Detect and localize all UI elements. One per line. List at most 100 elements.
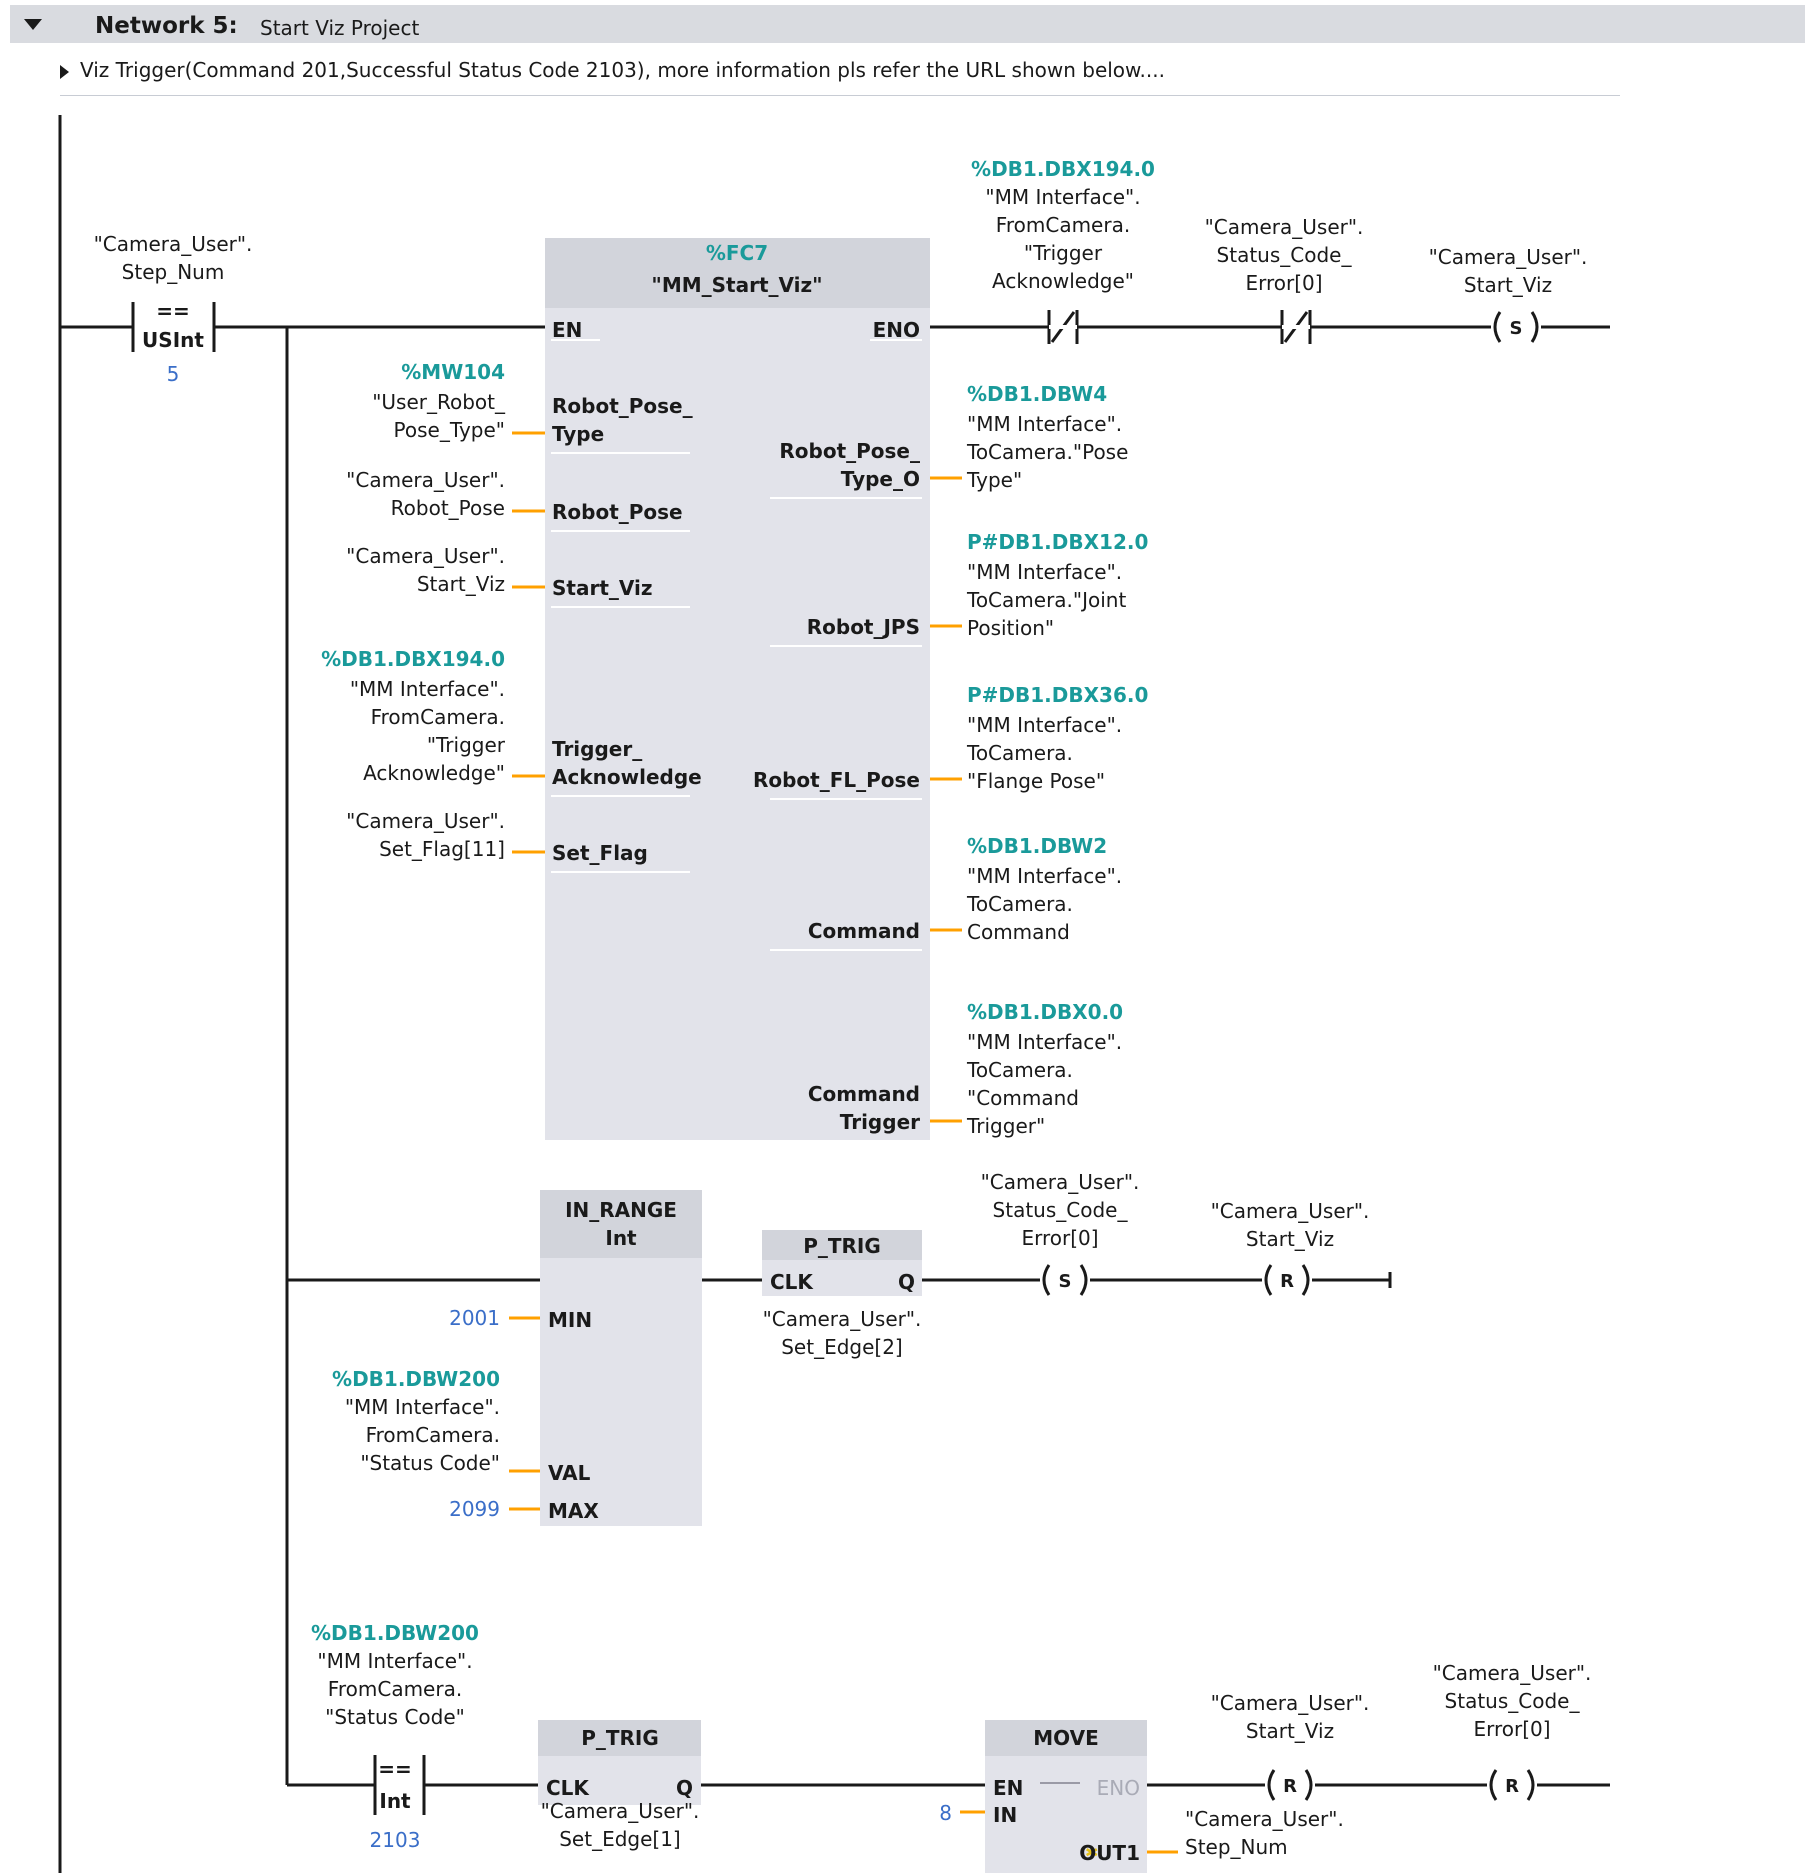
coil-operand[interactable]: "Camera_User". <box>1429 245 1588 269</box>
coil-operand[interactable]: "Camera_User". <box>1433 1661 1592 1685</box>
fc-input-operand[interactable]: "MM Interface". <box>350 677 505 701</box>
fc-input-operand[interactable]: Set_Flag[11] <box>379 837 505 861</box>
in-range-val-operand[interactable]: "MM Interface". <box>345 1395 500 1419</box>
nc-contact-operand[interactable]: "Trigger <box>1024 241 1103 265</box>
fc-output-operand[interactable]: Position" <box>967 616 1054 640</box>
fc-input-operand[interactable]: Start_Viz <box>417 572 505 596</box>
reset-coil[interactable] <box>1267 1769 1313 1801</box>
compare-operand[interactable]: "MM Interface". <box>317 1649 472 1673</box>
coil-operand[interactable]: "Camera_User". <box>981 1170 1140 1194</box>
fc-output-pin: Command <box>808 919 920 943</box>
coil-operand[interactable]: Status_Code_ <box>993 1198 1129 1222</box>
nc-contact-operand[interactable]: FromCamera. <box>996 213 1130 237</box>
move-pin-in: IN <box>993 1803 1017 1827</box>
fc-output-address[interactable]: P#DB1.DBX36.0 <box>967 683 1148 707</box>
nc-contact-operand[interactable]: Acknowledge" <box>992 269 1134 293</box>
fc-output-operand[interactable]: "MM Interface". <box>967 560 1122 584</box>
coil-gap <box>1262 1278 1312 1282</box>
coil-operand[interactable]: Start_Viz <box>1246 1719 1334 1743</box>
fc-name: "MM_Start_Viz" <box>651 273 822 297</box>
compare-operand[interactable]: "Status Code" <box>325 1705 465 1729</box>
reset-coil[interactable] <box>1489 1769 1535 1801</box>
fc-output-operand[interactable]: "Command <box>967 1086 1079 1110</box>
fc-input-address[interactable]: %MW104 <box>401 360 505 384</box>
p-trig-clk: CLK <box>770 1270 814 1294</box>
network-comment[interactable]: Viz Trigger(Command 201,Successful Statu… <box>60 55 1620 96</box>
nc-contact-address[interactable]: %DB1.DBX194.0 <box>971 157 1155 181</box>
coil-operand[interactable]: Start_Viz <box>1464 273 1552 297</box>
set-coil[interactable] <box>1493 311 1539 343</box>
nc-contact-operand[interactable]: Status_Code_ <box>1217 243 1353 267</box>
fc-output-operand[interactable]: ToCamera."Joint <box>966 588 1126 612</box>
fc-output-operand[interactable]: ToCamera. <box>966 1058 1073 1082</box>
coil-operand[interactable]: "Camera_User". <box>1211 1199 1370 1223</box>
coil-operand[interactable]: Error[0] <box>1473 1717 1550 1741</box>
p-trig-operand[interactable]: "Camera_User". <box>763 1307 922 1331</box>
reset-coil-letter: R <box>1283 1776 1297 1797</box>
fc-output-operand[interactable]: "MM Interface". <box>967 713 1122 737</box>
fc-input-operand[interactable]: "Camera_User". <box>346 544 505 568</box>
fc-output-operand[interactable]: ToCamera. <box>966 741 1073 765</box>
set-coil[interactable] <box>1042 1264 1088 1296</box>
network-header[interactable]: Network 5: Start Viz Project <box>10 5 1805 43</box>
fc-output-operand[interactable]: Type" <box>966 468 1022 492</box>
fc-output-address[interactable]: %DB1.DBW2 <box>967 834 1107 858</box>
fc-output-address[interactable]: %DB1.DBW4 <box>967 382 1107 406</box>
collapse-triangle-icon[interactable] <box>24 19 42 30</box>
compare-value[interactable]: 5 <box>167 362 180 386</box>
nc-contact-operand[interactable]: "Camera_User". <box>1205 215 1364 239</box>
fc-output-pin: Robot_FL_Pose <box>753 768 920 792</box>
fc-input-operand[interactable]: "Camera_User". <box>346 468 505 492</box>
fc-output-address[interactable]: P#DB1.DBX12.0 <box>967 530 1148 554</box>
compare-address[interactable]: %DB1.DBW200 <box>311 1621 479 1645</box>
coil-operand[interactable]: Start_Viz <box>1246 1227 1334 1251</box>
fc7-box[interactable] <box>545 238 930 1140</box>
fc-address: %FC7 <box>706 241 768 265</box>
move-box-header <box>985 1720 1147 1756</box>
fc-input-operand[interactable]: Acknowledge" <box>363 761 505 785</box>
fc-output-operand[interactable]: "MM Interface". <box>967 864 1122 888</box>
set-coil-letter: S <box>1059 1271 1072 1292</box>
coil-operand[interactable]: Status_Code_ <box>1445 1689 1581 1713</box>
move-in-value[interactable]: 8 <box>939 1801 952 1825</box>
fc-input-address[interactable]: %DB1.DBX194.0 <box>321 647 505 671</box>
fc-output-operand[interactable]: Trigger" <box>966 1114 1045 1138</box>
compare-value[interactable]: 2103 <box>370 1828 421 1852</box>
nc-contact-operand[interactable]: Error[0] <box>1245 271 1322 295</box>
expand-triangle-icon[interactable] <box>60 65 69 79</box>
fc-output-operand[interactable]: "MM Interface". <box>967 1030 1122 1054</box>
in-range-min-value[interactable]: 2001 <box>449 1306 500 1330</box>
p-trig-operand[interactable]: "Camera_User". <box>541 1799 700 1823</box>
p-trig-operand[interactable]: Set_Edge[1] <box>559 1827 681 1851</box>
compare-operand[interactable]: FromCamera. <box>328 1677 462 1701</box>
fc-output-operand[interactable]: "MM Interface". <box>967 412 1122 436</box>
fc-output-operand[interactable]: ToCamera."Pose <box>966 440 1128 464</box>
fc-input-operand[interactable]: "Camera_User". <box>346 809 505 833</box>
fc-output-operand[interactable]: "Flange Pose" <box>967 769 1105 793</box>
in-range-max-value[interactable]: 2099 <box>449 1497 500 1521</box>
fc-input-pin: Acknowledge <box>552 765 702 789</box>
compare-operand[interactable]: "Camera_User". <box>94 232 253 256</box>
network-title[interactable]: Start Viz Project <box>260 16 420 40</box>
fc-input-operand[interactable]: "User_Robot_ <box>372 390 506 414</box>
move-out-operand[interactable]: "Camera_User". <box>1185 1807 1344 1831</box>
p-trig-operand[interactable]: Set_Edge[2] <box>781 1335 903 1359</box>
in-range-val-address[interactable]: %DB1.DBW200 <box>332 1367 500 1391</box>
fc-output-address[interactable]: %DB1.DBX0.0 <box>967 1000 1123 1024</box>
in-range-val-operand[interactable]: "Status Code" <box>360 1451 500 1475</box>
coil-operand[interactable]: "Camera_User". <box>1211 1691 1370 1715</box>
fc-output-operand[interactable]: Command <box>967 920 1070 944</box>
fc-output-operand[interactable]: ToCamera. <box>966 892 1073 916</box>
fc-input-operand[interactable]: "Trigger <box>427 733 506 757</box>
coil-operand[interactable]: Error[0] <box>1021 1226 1098 1250</box>
fc-input-operand[interactable]: Pose_Type" <box>394 418 505 442</box>
in-range-box-header <box>540 1190 702 1258</box>
fc-input-operand[interactable]: FromCamera. <box>371 705 505 729</box>
in-range-val-operand[interactable]: FromCamera. <box>366 1423 500 1447</box>
fc-input-operand[interactable]: Robot_Pose <box>391 496 505 520</box>
nc-contact-operand[interactable]: "MM Interface". <box>985 185 1140 209</box>
reset-coil[interactable] <box>1264 1264 1310 1296</box>
move-out-operand[interactable]: Step_Num <box>1185 1835 1288 1859</box>
compare-operand[interactable]: Step_Num <box>122 260 225 284</box>
